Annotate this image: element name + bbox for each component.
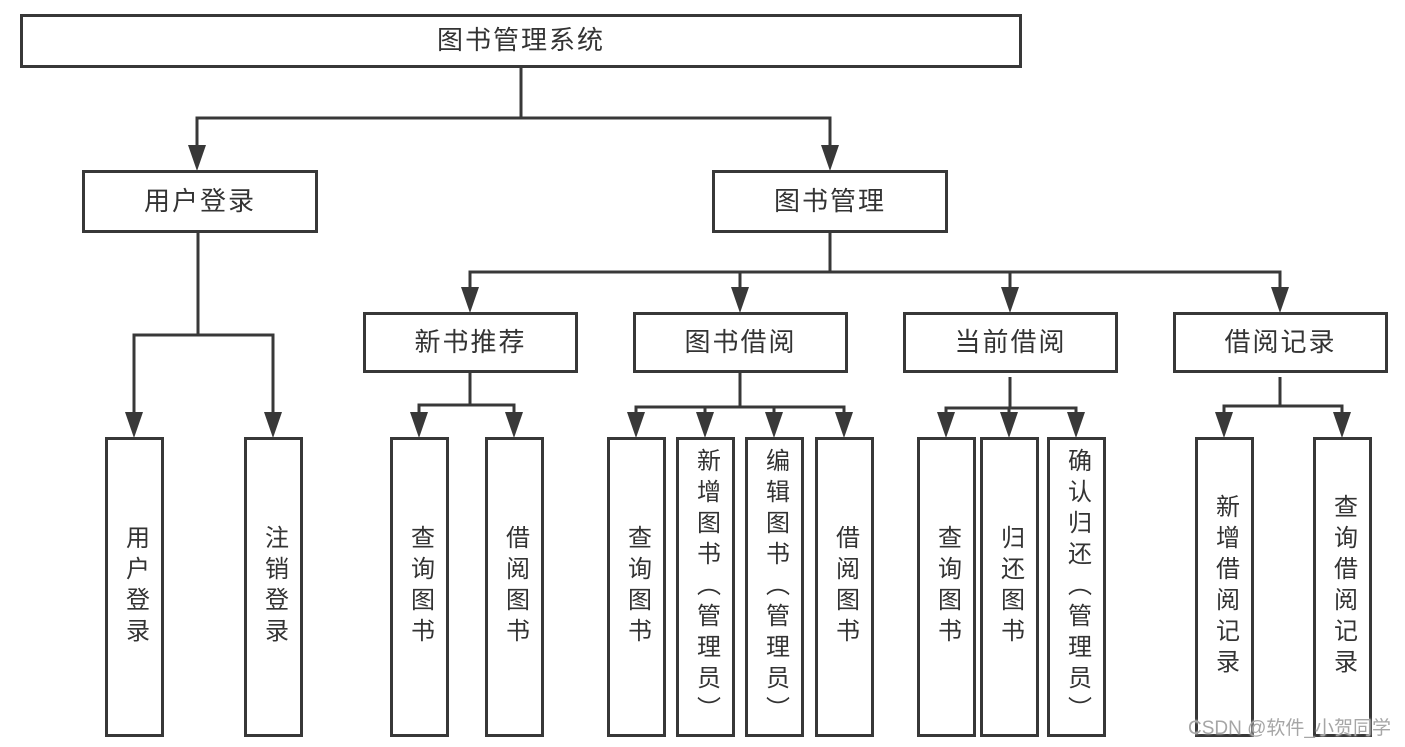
- leaf-record-query: 查询借阅记录: [1313, 437, 1372, 737]
- leaf-logout: 注销登录: [244, 437, 303, 737]
- leaf-current-query-book: 查询图书: [917, 437, 976, 737]
- leaf-borrow-edit-book-admin: 编辑图书（管理员）: [745, 437, 804, 737]
- node-book-borrow: 图书借阅: [633, 312, 848, 373]
- leaf-borrow-query-book: 查询图书: [607, 437, 666, 737]
- node-new-book-recommend: 新书推荐: [363, 312, 578, 373]
- node-root-system: 图书管理系统: [20, 14, 1022, 68]
- leaf-borrow-borrow-book: 借阅图书: [815, 437, 874, 737]
- leaf-user-login: 用户登录: [105, 437, 164, 737]
- node-borrow-record: 借阅记录: [1173, 312, 1388, 373]
- leaf-record-add: 新增借阅记录: [1195, 437, 1254, 737]
- leaf-newbook-borrow-book: 借阅图书: [485, 437, 544, 737]
- leaf-current-return-book: 归还图书: [980, 437, 1039, 737]
- leaf-borrow-add-book-admin: 新增图书（管理员）: [676, 437, 735, 737]
- node-book-management: 图书管理: [712, 170, 948, 233]
- node-user-login: 用户登录: [82, 170, 318, 233]
- node-current-borrow: 当前借阅: [903, 312, 1118, 373]
- csdn-watermark: CSDN @软件_小贺同学: [1188, 718, 1391, 739]
- leaf-current-confirm-return-admin: 确认归还（管理员）: [1047, 437, 1106, 737]
- leaf-newbook-query-book: 查询图书: [390, 437, 449, 737]
- arrowhead-group: [125, 145, 1351, 438]
